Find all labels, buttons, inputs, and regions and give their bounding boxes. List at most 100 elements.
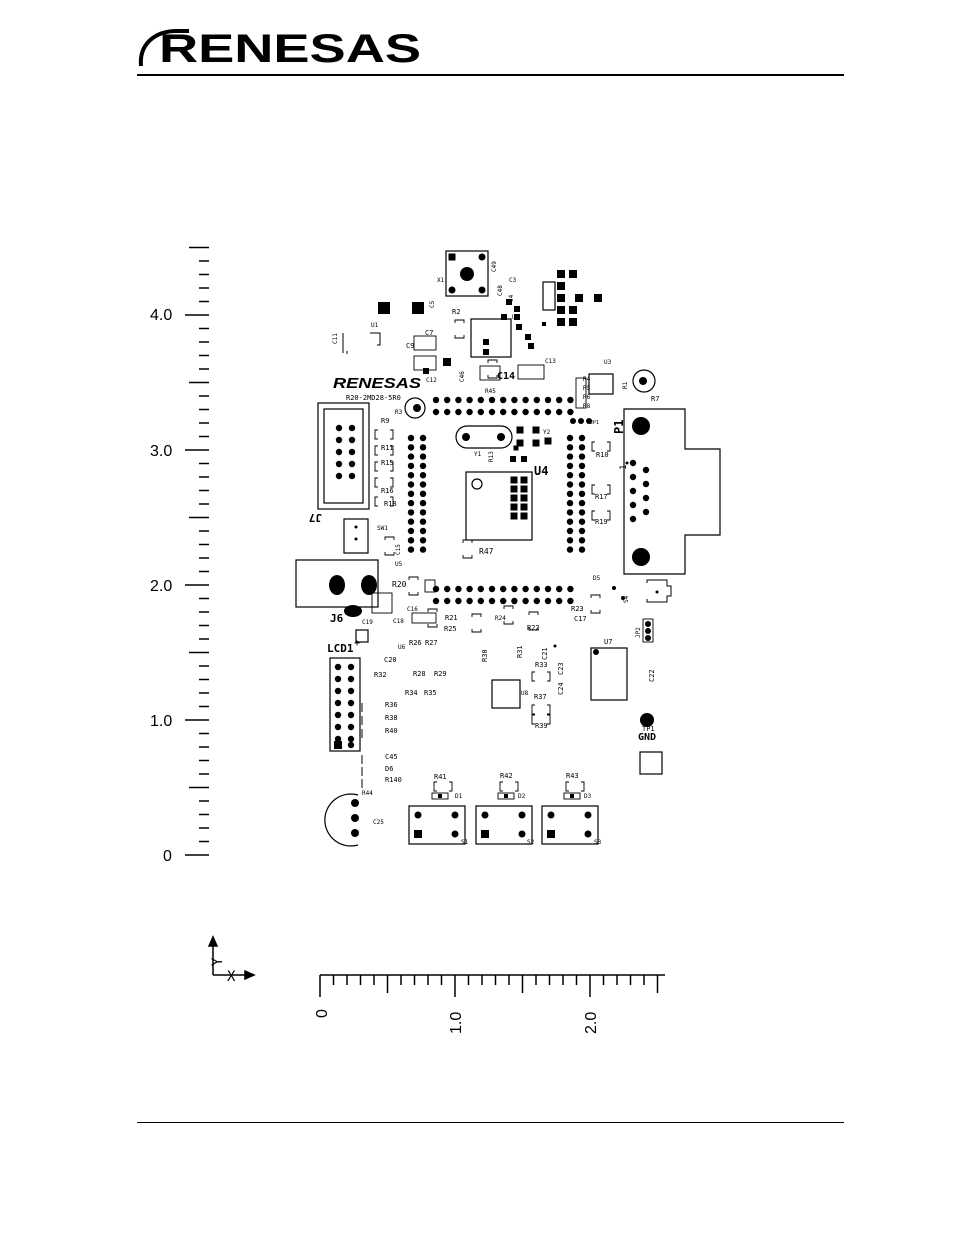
pad bbox=[419, 434, 427, 442]
pad bbox=[553, 644, 557, 648]
part-outline bbox=[424, 579, 436, 593]
svg-text:D2: D2 bbox=[518, 793, 526, 800]
square-pad bbox=[513, 445, 519, 451]
svg-text:R23: R23 bbox=[571, 605, 584, 613]
svg-text:Y1: Y1 bbox=[474, 451, 482, 458]
pad bbox=[451, 811, 459, 819]
x-tick-label: 0 bbox=[314, 1009, 331, 1018]
pad bbox=[432, 597, 440, 605]
pad bbox=[460, 267, 474, 281]
pad bbox=[500, 585, 507, 593]
svg-text:R5: R5 bbox=[583, 385, 591, 392]
j6-label: J6 bbox=[330, 612, 344, 625]
pad bbox=[566, 434, 574, 442]
svg-text:C49: C49 bbox=[491, 261, 498, 272]
svg-text:C22: C22 bbox=[648, 669, 656, 682]
pad bbox=[407, 499, 415, 507]
pad bbox=[629, 459, 637, 467]
pad bbox=[361, 575, 377, 595]
svg-text:R27: R27 bbox=[425, 639, 438, 647]
pad bbox=[566, 509, 574, 516]
square-pad bbox=[594, 294, 602, 302]
pad bbox=[578, 518, 586, 525]
resistor-footprint bbox=[499, 781, 519, 792]
pad bbox=[629, 473, 637, 481]
svg-text:C7: C7 bbox=[425, 329, 433, 337]
pad bbox=[407, 453, 415, 460]
svg-text:1: 1 bbox=[619, 465, 629, 470]
pad bbox=[567, 396, 574, 404]
resistor-footprint bbox=[531, 714, 551, 725]
pad bbox=[466, 597, 473, 605]
pad bbox=[419, 444, 427, 451]
svg-text:R39: R39 bbox=[535, 722, 548, 730]
square-pad bbox=[547, 830, 555, 838]
svg-text:R28: R28 bbox=[413, 670, 426, 678]
svg-text:R43: R43 bbox=[566, 772, 579, 780]
svg-text:C16: C16 bbox=[407, 606, 418, 613]
pad bbox=[556, 396, 563, 404]
pad bbox=[544, 585, 552, 593]
svg-text:R20: R20 bbox=[392, 580, 407, 589]
resistor-footprint bbox=[591, 484, 611, 495]
pad bbox=[407, 546, 415, 553]
y-tick-label: 0 bbox=[163, 848, 172, 865]
pad bbox=[511, 597, 518, 605]
pad bbox=[556, 585, 563, 593]
pad bbox=[567, 585, 574, 593]
pad bbox=[347, 735, 355, 743]
svg-text:JP2: JP2 bbox=[635, 627, 642, 638]
square-pad bbox=[378, 302, 390, 314]
svg-text:R2: R2 bbox=[452, 308, 460, 316]
svg-text:R40: R40 bbox=[385, 727, 398, 735]
svg-text:R17: R17 bbox=[595, 493, 608, 501]
square-pad bbox=[514, 306, 520, 312]
svg-text:R33: R33 bbox=[535, 661, 548, 669]
pad bbox=[407, 444, 415, 451]
pad bbox=[407, 509, 415, 516]
part-outline bbox=[431, 792, 449, 800]
svg-text:R47: R47 bbox=[479, 547, 494, 556]
pad bbox=[500, 597, 507, 605]
square-pad bbox=[510, 456, 516, 462]
square-pad bbox=[481, 830, 489, 838]
svg-text:S2: S2 bbox=[527, 839, 535, 846]
svg-text:D6: D6 bbox=[385, 765, 393, 773]
svg-text:R1: R1 bbox=[622, 381, 629, 389]
pad bbox=[578, 490, 586, 497]
svg-text:R25: R25 bbox=[444, 625, 457, 633]
u2-ic bbox=[470, 318, 512, 358]
pad bbox=[566, 499, 574, 507]
pad bbox=[544, 396, 552, 404]
svg-text:D3: D3 bbox=[584, 793, 592, 800]
pad bbox=[488, 408, 496, 416]
pad bbox=[444, 408, 451, 416]
square-pad bbox=[520, 476, 528, 484]
svg-text:C21: C21 bbox=[541, 647, 549, 660]
part-outline bbox=[575, 377, 587, 409]
pad bbox=[478, 286, 486, 294]
pad bbox=[347, 711, 355, 719]
pad bbox=[462, 433, 470, 441]
svg-text:R26: R26 bbox=[409, 639, 422, 647]
gnd-label: GND bbox=[638, 732, 656, 743]
pad bbox=[578, 444, 586, 451]
pad bbox=[347, 699, 355, 707]
pad bbox=[642, 494, 650, 502]
svg-text:C15: C15 bbox=[395, 544, 402, 555]
svg-text:R13: R13 bbox=[488, 451, 495, 462]
resistor-footprint bbox=[374, 461, 394, 472]
resistor-footprint bbox=[454, 319, 465, 339]
svg-text:R140: R140 bbox=[385, 776, 402, 784]
pad bbox=[407, 537, 415, 544]
square-pad bbox=[569, 318, 577, 326]
pad bbox=[351, 799, 359, 807]
svg-text:R3: R3 bbox=[395, 409, 403, 416]
c25-capacitor bbox=[324, 793, 359, 847]
pad bbox=[578, 527, 586, 535]
s2-button bbox=[475, 805, 533, 845]
resistor-footprint bbox=[408, 576, 419, 596]
resistor-footprint bbox=[471, 613, 482, 633]
header-rule bbox=[137, 74, 844, 76]
r1-trimmer bbox=[632, 369, 656, 393]
